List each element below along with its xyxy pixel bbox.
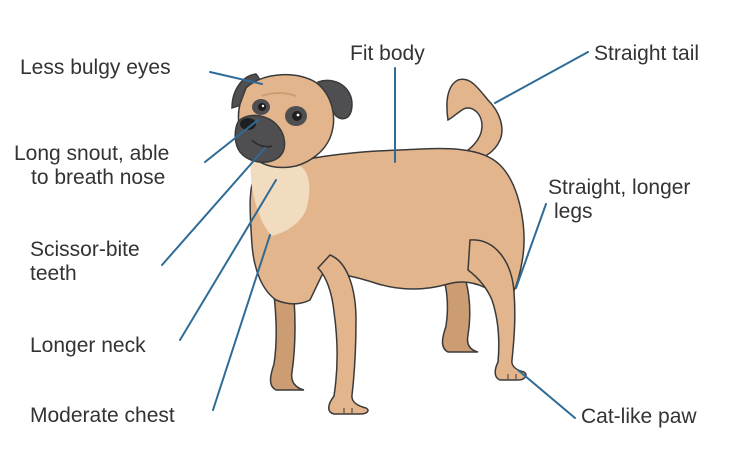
label-legs-line2: legs (554, 200, 593, 223)
leader-neck (179, 179, 277, 341)
leader-snout (204, 119, 259, 163)
label-snout-line2: to breath nose (31, 166, 166, 189)
leader-teeth (161, 147, 266, 266)
label-chest: Moderate chest (30, 404, 175, 428)
leader-paw (517, 369, 576, 419)
label-legs-line1: Straight, longer (548, 176, 691, 199)
leader-legs (515, 203, 547, 289)
near-front-leg (316, 254, 369, 415)
label-paw-text: Cat-like paw (581, 405, 697, 428)
label-eyes-text: Less bulgy eyes (20, 56, 171, 79)
paw-details (343, 374, 517, 413)
leader-eyes (209, 71, 263, 85)
label-eyes: Less bulgy eyes (20, 56, 171, 80)
label-body-text: Fit body (350, 42, 425, 65)
label-teeth: Scissor-bite teeth (30, 238, 140, 286)
label-legs: Straight, longer legs (548, 176, 690, 224)
chest-patch (250, 150, 310, 236)
label-snout-line1: Long snout, able (14, 142, 170, 165)
label-snout: Long snout, able to breath nose (14, 142, 169, 190)
label-neck-text: Longer neck (30, 334, 146, 357)
label-tail-text: Straight tail (594, 42, 700, 65)
head (231, 73, 353, 169)
label-teeth-line2: teeth (30, 262, 77, 285)
label-paw: Cat-like paw (581, 405, 697, 429)
label-teeth-line1: Scissor-bite (30, 238, 140, 261)
label-body: Fit body (350, 42, 425, 66)
label-neck: Longer neck (30, 334, 146, 358)
label-chest-text: Moderate chest (30, 404, 175, 427)
leader-lines (161, 51, 589, 419)
leader-tail (494, 51, 589, 104)
leader-chest (212, 234, 271, 411)
label-tail: Straight tail (594, 42, 699, 66)
far-front-leg (269, 279, 305, 391)
